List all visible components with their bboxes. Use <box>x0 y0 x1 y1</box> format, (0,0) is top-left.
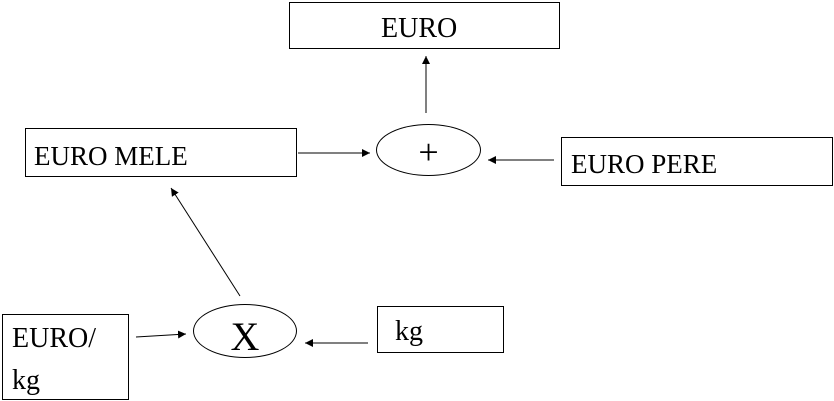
arrow-euro-per-kg-to-product <box>135 330 187 339</box>
node-euro-label: EURO <box>381 13 458 44</box>
node-euro: EURO <box>289 2 560 49</box>
sum-operator-symbol: + <box>418 132 439 172</box>
node-euro-mele: EURO MELE <box>25 128 297 177</box>
node-euro-per-kg: EURO/ kg <box>2 314 129 400</box>
node-kg: kg <box>377 306 504 353</box>
sum-operator: + <box>376 124 481 176</box>
node-euro-per-kg-label-line2: kg <box>12 365 40 396</box>
product-operator: X <box>193 304 297 358</box>
node-euro-pere-label: EURO PERE <box>571 149 718 179</box>
node-euro-pere: EURO PERE <box>561 137 833 186</box>
product-operator-symbol: X <box>230 314 260 359</box>
node-kg-label: kg <box>395 316 423 347</box>
arrow-product-to-euro-mele <box>170 187 241 297</box>
node-euro-mele-label: EURO MELE <box>34 141 188 171</box>
node-euro-per-kg-label-line1: EURO/ <box>12 323 96 354</box>
